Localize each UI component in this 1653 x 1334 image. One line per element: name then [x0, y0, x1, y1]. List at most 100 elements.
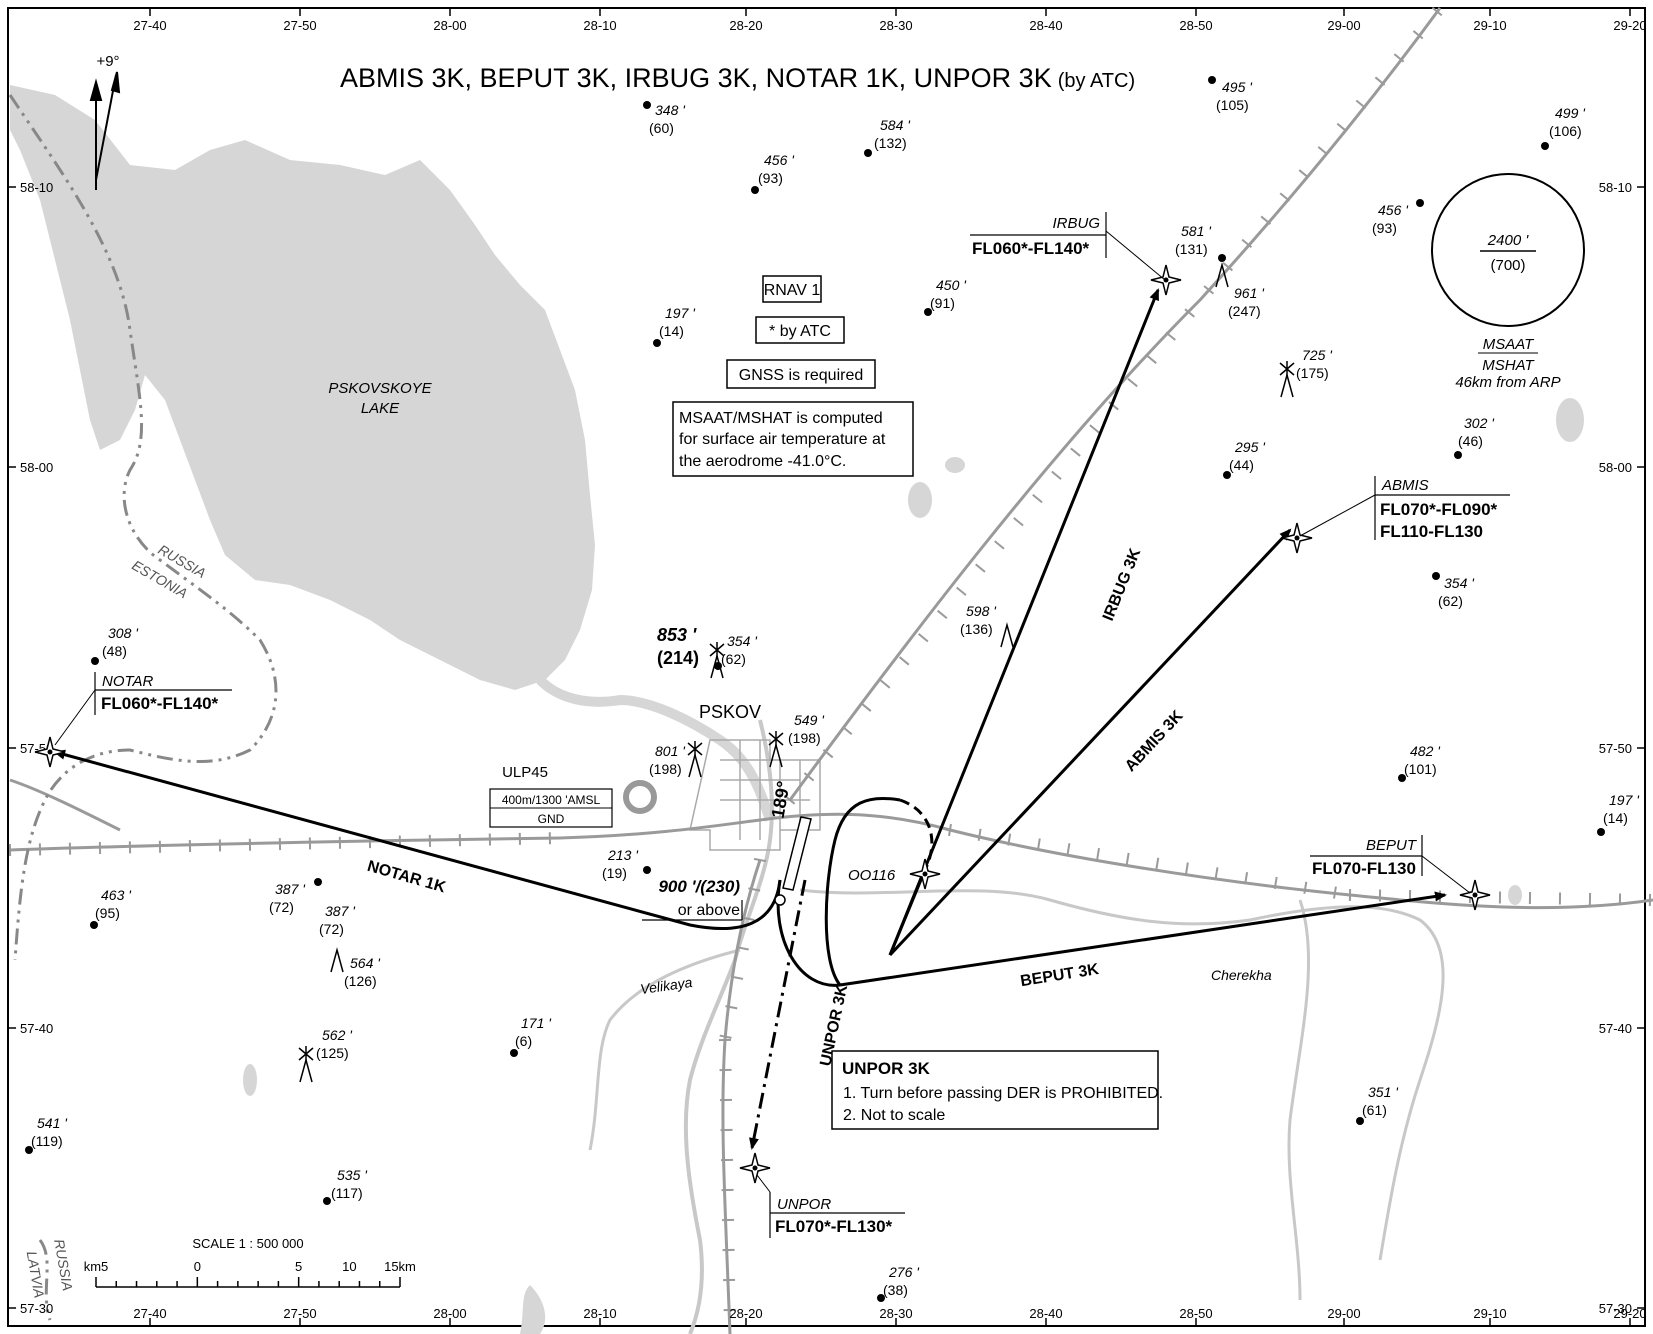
route-notar-1k [53, 749, 782, 931]
grid-top-label: 28-30 [879, 18, 912, 33]
grid-top-label: 29-20 [1613, 18, 1646, 33]
grid-left-label: 57-30 [20, 1301, 53, 1316]
fix-notar-alt: FL060*-FL140* [101, 694, 219, 713]
small-lake [908, 482, 932, 518]
spot-height-elev: 801 ' [655, 743, 686, 759]
msa-label-distance: 46km from ARP [1455, 374, 1560, 391]
grid-right-label: 58-10 [1599, 180, 1632, 195]
state-borders [8, 94, 278, 1321]
spot-height-dot [643, 866, 651, 874]
spot-height-elev: 387 ' [275, 881, 306, 897]
fix-notar-name: NOTAR [102, 673, 154, 690]
small-lake [243, 1064, 257, 1096]
fix-unpor-alt: FL070*-FL130* [775, 1217, 893, 1236]
obstacle-icon [709, 642, 725, 679]
spot-height-dot [1356, 1117, 1364, 1125]
spot-height-value: (132) [874, 135, 907, 151]
turn-altitude: 900 '/(230) [658, 877, 740, 896]
spot-height-dot [1208, 76, 1216, 84]
msa-note-line2: for surface air temperature at [679, 431, 886, 448]
lake-label-line2: LAKE [361, 400, 400, 417]
spot-height-dot [90, 921, 98, 929]
spot-height-value: (105) [1216, 97, 1249, 113]
fix-irbug-alt: FL060*-FL140* [972, 239, 1090, 258]
fix-irbug-name: IRBUG [1052, 215, 1100, 232]
spot-height-value: (19) [602, 865, 627, 881]
pskovskoye-lake [10, 85, 595, 690]
obstacle-icon [298, 1046, 314, 1083]
unpor-note-line1: 1. Turn before passing DER is PROHIBITED… [843, 1085, 1163, 1102]
grid-bottom-label: 29-20 [1613, 1306, 1646, 1321]
beput-leader [1421, 855, 1471, 894]
fix-beput-name: BEPUT [1366, 837, 1418, 854]
spot-height-dot [1223, 471, 1231, 479]
spot-height-elev: 463 ' [101, 887, 132, 903]
spot-height-elev: 213 ' [607, 847, 639, 863]
obstacle-icon [1215, 262, 1229, 288]
spot-height-elev: 354 ' [727, 633, 758, 649]
spot-height-value: (91) [930, 295, 955, 311]
spot-height-dot [924, 308, 932, 316]
ulp45-area [623, 780, 657, 814]
der-marker [774, 894, 786, 906]
unpor-note-title: UNPOR 3K [842, 1059, 931, 1078]
spot-height-dot [1541, 142, 1549, 150]
grid-bottom-label: 28-40 [1029, 1306, 1062, 1321]
route-oo116-loop [824, 796, 901, 986]
spot-height-dot [877, 1294, 885, 1302]
spot-height-elev: 197 ' [1609, 792, 1640, 808]
unpor-leader [756, 1174, 771, 1193]
spot-height-value: (175) [1296, 365, 1329, 381]
small-lake [945, 457, 965, 473]
fix-abmis-alt1: FL070*-FL090* [1380, 500, 1498, 519]
spot-height-elev: 308 ' [108, 625, 139, 641]
route-oo116-dashed [899, 798, 934, 871]
notar-leader [54, 689, 96, 746]
spot-height-dot [864, 149, 872, 157]
small-lake [1508, 885, 1522, 905]
fix-notar-icon [34, 736, 66, 768]
chart-title-suffix: (by ATC) [1058, 70, 1135, 92]
spot-height-dot [1454, 451, 1462, 459]
fix-abmis-alt2: FL110-FL130 [1380, 522, 1483, 541]
spot-height-elev: 541 ' [37, 1115, 68, 1131]
grid-top-label: 28-10 [583, 18, 616, 33]
grid-top-label: 27-50 [283, 18, 316, 33]
grid-bottom-label: 28-10 [583, 1306, 616, 1321]
ulp45-upper: 400m/1300 'AMSL [502, 793, 601, 807]
grid-right-label: 57-40 [1599, 1021, 1632, 1036]
by-atc-box [755, 316, 845, 344]
spot-height-value: (101) [1404, 761, 1437, 777]
fix-unpor-name: UNPOR [777, 1196, 831, 1213]
fix-abmis-icon [1281, 522, 1313, 554]
msa-altitude: 2400 ' [1487, 232, 1530, 249]
spot-height-elev: 197 ' [665, 305, 696, 321]
spot-height-value: (117) [331, 1185, 363, 1201]
spot-height-value: (95) [95, 905, 120, 921]
grid-bottom-label: 28-20 [729, 1306, 762, 1321]
scale-label: 15km [384, 1259, 416, 1274]
abmis-leader [1299, 494, 1376, 537]
msa-note-line3: the aerodrome -41.0°C. [679, 453, 846, 470]
spot-height-dot [751, 186, 759, 194]
unpor-note-box [831, 1050, 1159, 1130]
spot-height-elev: 482 ' [1410, 743, 1441, 759]
fix-oo116-icon [909, 858, 941, 890]
scale-label: 0 [194, 1259, 201, 1274]
obstacle-icon [1279, 361, 1295, 398]
grid-bottom-label: 27-40 [133, 1306, 166, 1321]
spot-height-dot [1416, 199, 1424, 207]
rnav-note: RNAV 1 [764, 282, 821, 299]
fix-beput-alt: FL070-FL130 [1312, 859, 1416, 878]
grid-right-label: 57-50 [1599, 741, 1632, 756]
spot-height-elev: 348 ' [655, 102, 686, 118]
spot-height-value: (198) [649, 761, 682, 777]
river-label-cherekha: Cherekha [1211, 967, 1272, 983]
irbug-leader [1105, 230, 1166, 281]
grid-right-label: 58-00 [1599, 460, 1632, 475]
velikaya-river [683, 719, 774, 1334]
obstacle-icon [1000, 622, 1014, 648]
